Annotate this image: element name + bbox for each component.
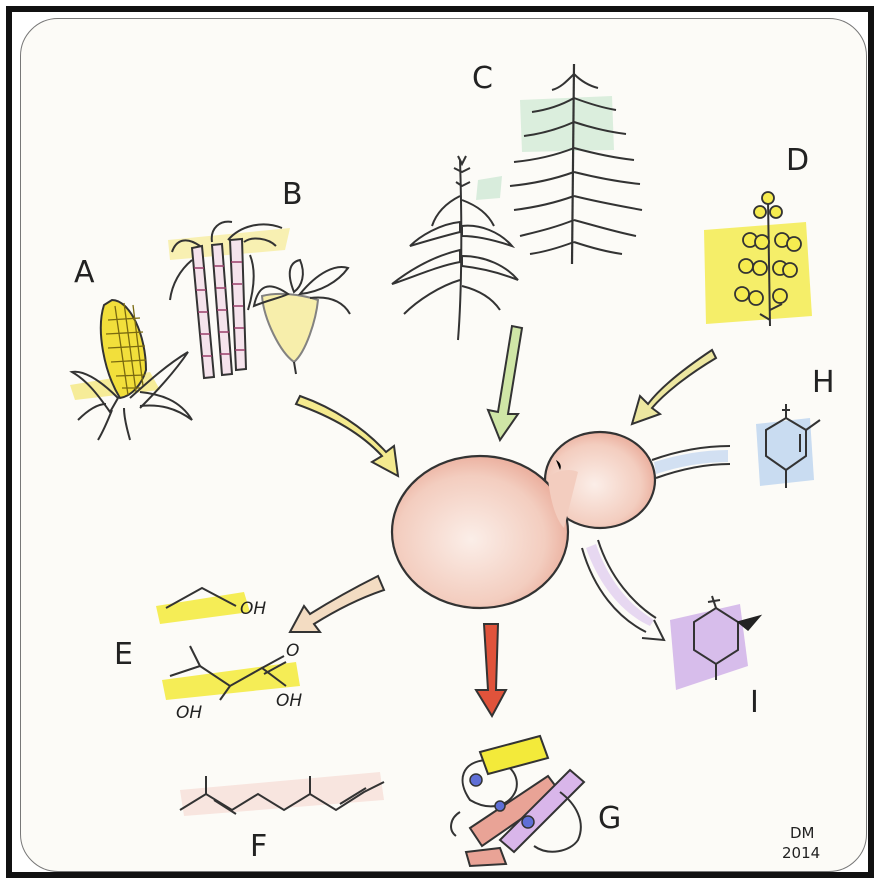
lactic-oh-1: OH [176, 703, 202, 723]
label-c: C [472, 61, 493, 96]
maize-stalk-plant [392, 156, 518, 340]
label-d: D [786, 143, 809, 178]
arrow-from-h [652, 446, 730, 478]
sugar-beet-plant [254, 260, 350, 374]
label-b: B [282, 177, 303, 212]
h-molecule [756, 404, 820, 488]
protein-structure [451, 736, 584, 866]
arrow-to-g [476, 624, 506, 716]
lactic-acid-molecule: O OH OH [162, 641, 302, 723]
signature-initials: DM [790, 824, 815, 842]
label-e: E [114, 637, 133, 672]
label-h: H [812, 365, 835, 400]
label-f: F [250, 829, 267, 864]
ethanol-oh: OH [240, 599, 266, 619]
label-a: A [74, 255, 95, 290]
lactic-o: O [286, 641, 299, 661]
signature: DM 2014 [782, 824, 820, 862]
arrow-to-e [290, 576, 384, 632]
canola-plant [704, 192, 812, 326]
arrow-to-i [582, 540, 664, 640]
arrow-from-a-b [296, 396, 398, 476]
signature-year: 2014 [782, 844, 820, 862]
arrow-from-d [632, 350, 716, 424]
label-i: I [750, 685, 759, 720]
yeast-cell [392, 432, 655, 608]
lactic-oh-2: OH [276, 691, 302, 711]
corn-plant [70, 300, 192, 440]
ethanol-molecule: OH [156, 588, 266, 624]
arrow-from-c [488, 326, 522, 440]
i-molecule [670, 596, 760, 690]
f-molecule [180, 772, 384, 816]
label-g: G [598, 801, 621, 836]
conifer-tree [510, 64, 642, 264]
